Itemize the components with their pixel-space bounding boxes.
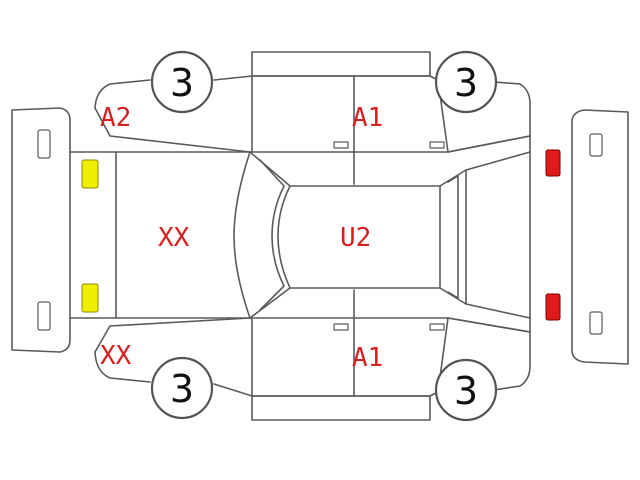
top-view-body: [69, 135, 531, 333]
headlight-left: [81, 159, 99, 189]
mark-front-left-corner: A2: [100, 103, 131, 133]
left-side-sill: [251, 51, 431, 77]
right-side-sill: [251, 395, 431, 421]
wheel-front-left: 3: [150, 50, 214, 114]
wheel-rear-right: 3: [434, 358, 498, 422]
wheel-front-right: 3: [150, 356, 214, 420]
rear-bumper: [571, 109, 629, 365]
mark-roof: U2: [340, 223, 371, 253]
taillight-right: [545, 293, 561, 321]
headlight-right: [81, 283, 99, 313]
wheel-front-right-grade: 3: [170, 367, 194, 411]
wheel-rear-left: 3: [434, 50, 498, 114]
wheel-rear-right-grade: 3: [454, 369, 478, 413]
mark-left-doors: A1: [352, 103, 383, 133]
wheel-rear-left-grade: 3: [454, 61, 478, 105]
taillight-left: [545, 149, 561, 177]
mark-right-doors: A1: [352, 343, 383, 373]
front-bumper: [11, 107, 71, 353]
mark-hood: XX: [158, 223, 190, 253]
mark-front-right-corner: XX: [100, 341, 132, 371]
wheel-front-left-grade: 3: [170, 61, 194, 105]
